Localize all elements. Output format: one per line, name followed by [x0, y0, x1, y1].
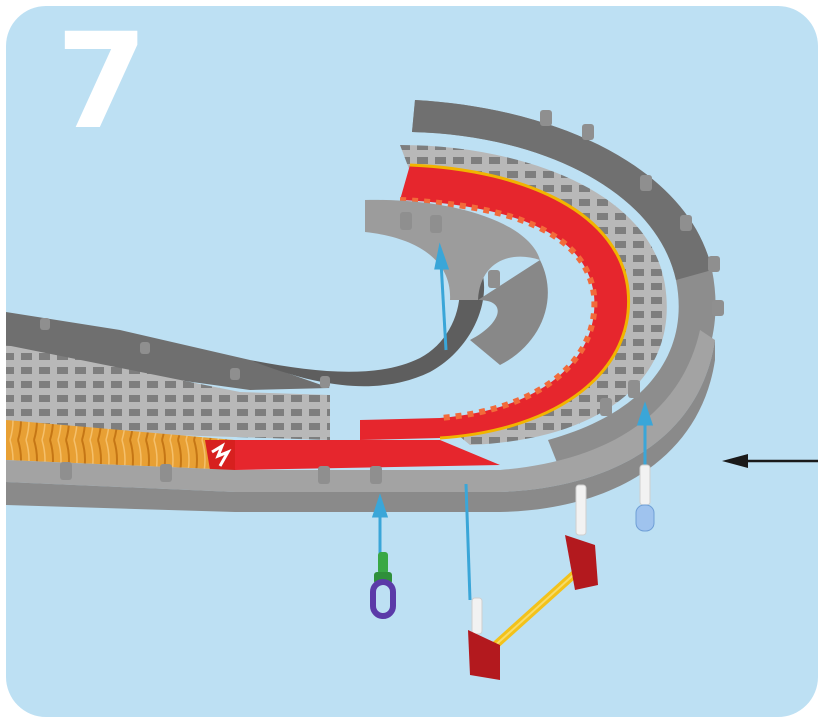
direction-arrow [722, 454, 818, 468]
rod-connector-assembly [468, 485, 598, 680]
green-purple-connector [373, 552, 393, 616]
straight-red-track [235, 440, 500, 470]
